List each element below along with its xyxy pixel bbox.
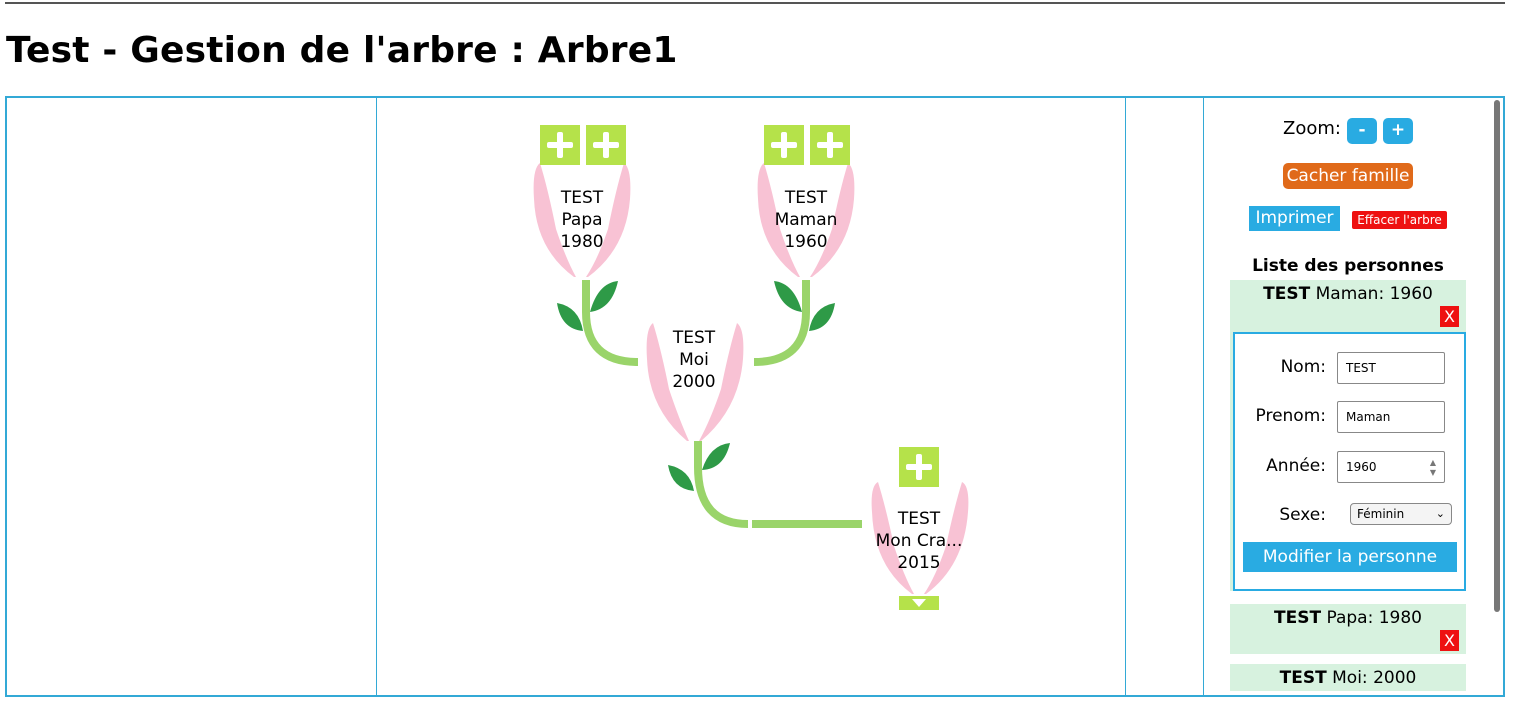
- leaf: [702, 443, 730, 470]
- person-card-heading: TEST Moi: 2000: [1230, 664, 1466, 689]
- modify-person-button[interactable]: Modifier la personne: [1243, 542, 1457, 572]
- sexe-value: Féminin: [1357, 507, 1405, 521]
- flower-moi: [646, 323, 744, 441]
- delete-person-button[interactable]: X: [1440, 306, 1459, 327]
- tree-canvas: TEST Papa 1980 TEST Maman 1960 TEST Moi …: [376, 97, 1126, 697]
- flower-papa: [533, 163, 631, 277]
- stem-moi: [694, 441, 749, 528]
- leaf: [809, 303, 835, 331]
- leaf: [774, 281, 802, 312]
- person-firstname: Maman: [774, 210, 838, 230]
- column-divider-panel: [1203, 96, 1204, 697]
- spinner-icon[interactable]: ▲▼: [1429, 458, 1436, 477]
- flower-child: [871, 482, 969, 594]
- tree-person-moi[interactable]: TEST Moi 2000: [639, 327, 749, 393]
- person-card-name: TEST: [1263, 284, 1311, 304]
- add-parent-button[interactable]: [586, 125, 626, 165]
- person-year: 2015: [897, 553, 941, 573]
- sexe-select[interactable]: Féminin ⌄: [1350, 503, 1452, 525]
- leaf: [590, 281, 618, 312]
- nom-label: Nom:: [1280, 357, 1326, 377]
- person-list-title: Liste des personnes: [1252, 256, 1444, 276]
- page-title: Test - Gestion de l'arbre : Arbre1: [6, 30, 678, 71]
- print-button[interactable]: Imprimer: [1249, 206, 1340, 231]
- tree-person-papa[interactable]: TEST Papa 1980: [527, 187, 637, 253]
- sexe-label: Sexe:: [1279, 505, 1326, 525]
- person-name: TEST: [897, 509, 941, 529]
- tree-person-maman[interactable]: TEST Maman 1960: [751, 187, 861, 253]
- prenom-label: Prenom:: [1255, 406, 1327, 426]
- tree-frame: [5, 96, 1505, 697]
- person-card-details: Moi: 2000: [1332, 668, 1417, 688]
- person-card-details: Papa: 1980: [1326, 608, 1422, 628]
- annee-value: 1960: [1346, 460, 1377, 474]
- chevron-down-icon: ⌄: [1435, 507, 1445, 520]
- person-year: 1980: [560, 232, 604, 252]
- person-firstname: Moi: [679, 350, 709, 370]
- add-parent-button[interactable]: [764, 125, 804, 165]
- person-card-details: Maman: 1960: [1315, 284, 1433, 304]
- zoom-in-button[interactable]: +: [1383, 118, 1413, 144]
- person-card-name: TEST: [1274, 608, 1322, 628]
- delete-person-button[interactable]: X: [1440, 630, 1459, 651]
- add-parent-button[interactable]: [899, 447, 939, 487]
- person-firstname: Mon Cra...: [875, 531, 963, 551]
- add-parent-button[interactable]: [540, 125, 580, 165]
- person-year: 1960: [784, 232, 828, 252]
- hide-family-button[interactable]: Cacher famille: [1283, 163, 1413, 189]
- prenom-field[interactable]: Maman: [1337, 401, 1445, 433]
- person-card-papa[interactable]: TEST Papa: 1980: [1230, 604, 1466, 654]
- stem-maman: [753, 280, 810, 366]
- annee-field[interactable]: 1960 ▲▼: [1337, 451, 1445, 483]
- stem-papa: [582, 280, 639, 366]
- person-firstname: Papa: [561, 210, 603, 230]
- leaf: [557, 303, 583, 331]
- person-name: TEST: [560, 188, 604, 208]
- person-card-heading: TEST Papa: 1980: [1230, 604, 1466, 629]
- person-card-name: TEST: [1279, 668, 1327, 688]
- nom-field[interactable]: TEST: [1337, 352, 1445, 384]
- clear-tree-button[interactable]: Effacer l'arbre: [1352, 211, 1447, 229]
- person-name: TEST: [784, 188, 828, 208]
- tree-branches: [557, 280, 862, 528]
- person-card-heading: TEST Maman: 1960: [1230, 280, 1466, 305]
- annee-label: Année:: [1266, 456, 1326, 476]
- column-divider-left: [376, 96, 377, 697]
- add-parent-button[interactable]: [810, 125, 850, 165]
- zoom-out-button[interactable]: -: [1347, 118, 1377, 144]
- person-card-moi[interactable]: TEST Moi: 2000: [1230, 664, 1466, 691]
- person-year: 2000: [672, 372, 716, 392]
- expand-children-button[interactable]: [899, 596, 939, 610]
- person-name: TEST: [672, 328, 716, 348]
- zoom-label: Zoom:: [1283, 118, 1341, 139]
- top-divider: [5, 2, 1505, 4]
- tree-person-child[interactable]: TEST Mon Cra... 2015: [864, 508, 974, 574]
- leaf: [668, 465, 694, 491]
- column-divider-right: [1125, 96, 1126, 697]
- flower-maman: [757, 163, 855, 277]
- panel-scrollbar[interactable]: [1494, 100, 1500, 612]
